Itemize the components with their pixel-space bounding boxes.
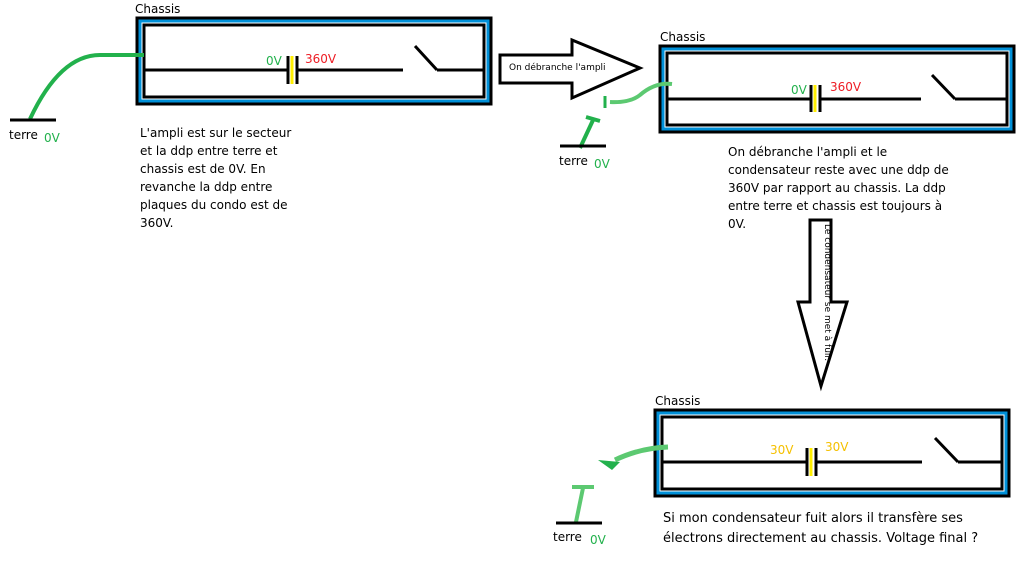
description-line: L'ampli est sur le secteur (140, 126, 292, 140)
cap-right-voltage-2: 360V (830, 80, 862, 94)
right-arrow-shape (498, 37, 644, 101)
cap-left-voltage-3: 30V (770, 443, 794, 457)
ground-voltage-3: 0V (590, 533, 606, 547)
ground-stub-3 (572, 485, 594, 523)
ground-wire-2 (609, 81, 673, 105)
ground-voltage-2: 0V (594, 157, 610, 171)
description-1: L'ampli est sur le secteur et la ddp ent… (140, 124, 340, 232)
ground-stub-2 (578, 115, 601, 149)
description-3: Si mon condensateur fuit alors il transf… (663, 509, 1023, 549)
cap-right-voltage-1: 360V (305, 52, 337, 66)
description-line: 0V. (728, 217, 747, 231)
description-line: électrons directement au chassis. Voltag… (663, 531, 979, 546)
ground-label-2: terre (559, 154, 588, 168)
description-line: entre terre et chassis est toujours à (728, 199, 943, 213)
chassis-box-2 (658, 44, 1016, 134)
description-line: Si mon condensateur fuit alors il transf… (663, 511, 963, 526)
ground-wire-3 (613, 444, 669, 463)
description-line: revanche la ddp entre (140, 180, 273, 194)
description-line: On débranche l'ampli et le (728, 145, 888, 159)
description-line: 360V par rapport au chassis. La ddp (728, 181, 946, 195)
description-2: On débranche l'ampli et le condensateur … (728, 143, 988, 233)
chassis-label-3: Chassis (655, 394, 701, 408)
description-line: condensateur reste avec une ddp de (728, 163, 949, 177)
chassis-box-1 (135, 16, 493, 106)
right-arrow-label: On débranche l'ampli (509, 63, 606, 73)
ground-label-1: terre (9, 128, 38, 142)
description-line: plaques du condo est de (140, 198, 288, 212)
cap-right-voltage-3: 30V (825, 440, 849, 454)
down-arrow-shape (796, 218, 850, 392)
cap-left-voltage-1: 0V (266, 54, 282, 68)
description-line: 360V. (140, 216, 174, 230)
chassis-label-1: Chassis (135, 2, 181, 16)
ground-voltage-1: 0V (44, 131, 60, 145)
ground-label-3: terre (553, 530, 582, 544)
down-arrow-label: Le condensateur se met à fuir. (822, 224, 832, 362)
description-line: chassis est de 0V. En (140, 162, 266, 176)
cap-left-voltage-2: 0V (791, 83, 807, 97)
ground-wire-1 (28, 53, 144, 120)
chassis-label-2: Chassis (660, 30, 706, 44)
description-line: et la ddp entre terre et (140, 144, 278, 158)
chassis-box-3 (653, 408, 1011, 498)
ground-wire-3-tip (598, 460, 620, 470)
